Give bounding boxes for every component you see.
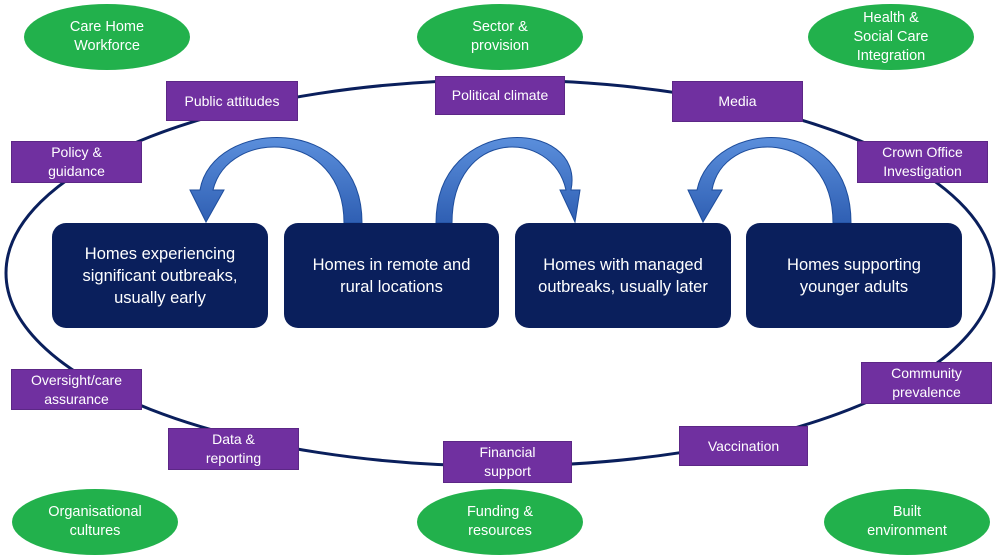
factor-political-climate: Political climate bbox=[435, 76, 565, 115]
factor-data-reporting: Data & reporting bbox=[168, 428, 299, 470]
context-oval-sector-provision: Sector & provision bbox=[417, 4, 583, 70]
factor-policy-guidance: Policy & guidance bbox=[11, 141, 142, 183]
home-box-younger-adults: Homes supporting younger adults bbox=[746, 223, 962, 328]
factor-oversight-care-assurance: Oversight/care assurance bbox=[11, 369, 142, 410]
context-oval-care-home-workforce: Care Home Workforce bbox=[24, 4, 190, 70]
factor-public-attitudes: Public attitudes bbox=[166, 81, 298, 121]
factor-crown-office-investigation: Crown Office Investigation bbox=[857, 141, 988, 183]
curved-arrow-remote-to-managed bbox=[435, 137, 581, 224]
context-oval-built-environment: Built environment bbox=[824, 489, 990, 555]
curved-arrow-younger-to-managed bbox=[687, 137, 852, 224]
home-box-significant-outbreaks: Homes experiencing significant outbreaks… bbox=[52, 223, 268, 328]
curved-arrow-remote-to-significant bbox=[189, 137, 363, 224]
home-box-managed-outbreaks: Homes with managed outbreaks, usually la… bbox=[515, 223, 731, 328]
context-oval-health-social-care-integration: Health & Social Care Integration bbox=[808, 4, 974, 70]
factor-financial-support: Financial support bbox=[443, 441, 572, 483]
context-oval-funding-resources: Funding & resources bbox=[417, 489, 583, 555]
factor-vaccination: Vaccination bbox=[679, 426, 808, 466]
factor-media: Media bbox=[672, 81, 803, 122]
context-oval-organisational-cultures: Organisational cultures bbox=[12, 489, 178, 555]
factor-community-prevalence: Community prevalence bbox=[861, 362, 992, 404]
home-box-remote-rural: Homes in remote and rural locations bbox=[284, 223, 499, 328]
